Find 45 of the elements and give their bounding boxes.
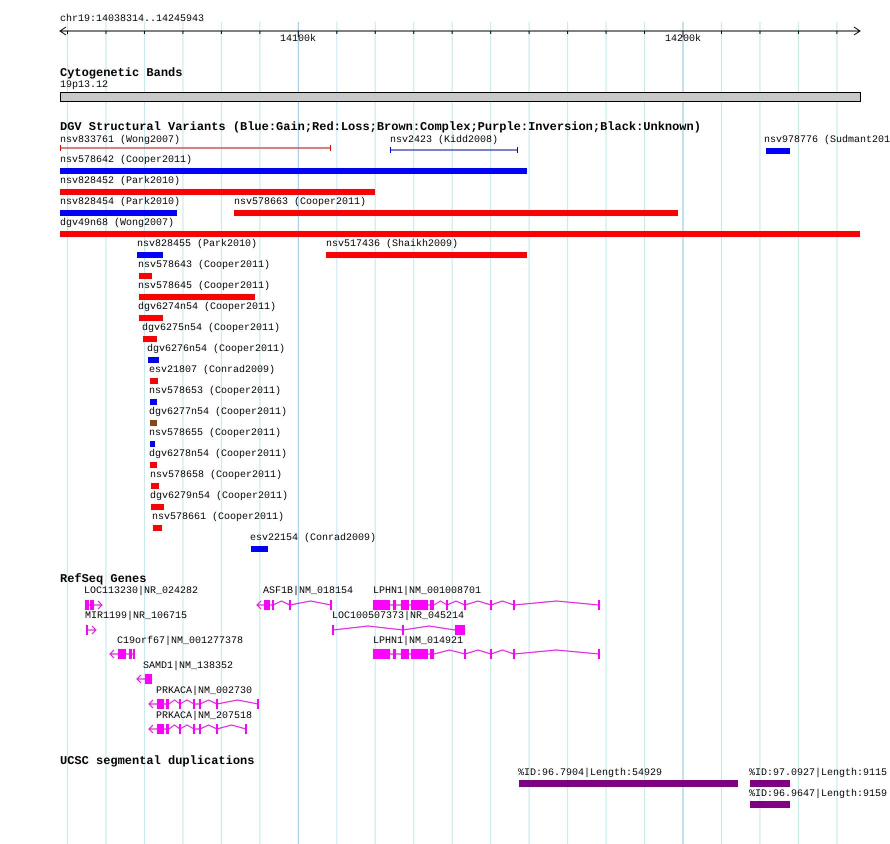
variant-label: nsv578658 (Cooper2011) <box>150 470 282 482</box>
variant-label: nsv578663 (Cooper2011) <box>234 197 366 209</box>
track-title: RefSeq Genes <box>60 573 146 586</box>
gene-label: LOC100507373|NR_045214 <box>332 611 464 623</box>
gene-label: LPHN1|NM_014921 <box>373 636 464 648</box>
variant-label: nsv517436 (Shaikh2009) <box>326 239 458 251</box>
track-title: DGV Structural Variants (Blue:Gain;Red:Loss;Brown:Complex;Purple:Inversion;Black:Unknown) <box>60 121 701 134</box>
gene-label: MIR1199|NR_106715 <box>85 611 188 623</box>
gene-label: SAMD1|NM_138352 <box>143 661 234 673</box>
coordinate-range-label: chr19:14038314..14245943 <box>60 14 204 26</box>
variant-label: dgv6276n54 (Cooper2011) <box>147 344 286 356</box>
gene-label: LOC113230|NR_024282 <box>84 586 198 598</box>
variant-label: nsv828455 (Park2010) <box>137 239 258 251</box>
variant-label: nsv578653 (Cooper2011) <box>149 386 282 398</box>
track-title: Cytogenetic Bands <box>60 67 182 80</box>
variant-label: nsv828452 (Park2010) <box>60 176 180 188</box>
gene-label: C19orf67|NM_001277378 <box>117 636 244 648</box>
variant-label: nsv578642 (Cooper2011) <box>60 155 192 167</box>
gene-label: LPHN1|NM_001008701 <box>373 586 482 598</box>
variant-label: dgv6278n54 (Cooper2011) <box>149 449 288 461</box>
variant-label: nsv2423 (Kidd2008) <box>390 135 498 147</box>
variant-label: nsv978776 (Sudmant201 <box>764 135 890 147</box>
variant-label: nsv578645 (Cooper2011) <box>138 281 270 293</box>
variant-label: nsv578661 (Cooper2011) <box>152 512 284 524</box>
gene-label: PRKACA|NM_207518 <box>156 711 252 723</box>
axis-tick-label: 14200k <box>665 34 702 46</box>
variant-label: esv22154 (Conrad2009) <box>250 533 376 545</box>
variant-label: dgv6277n54 (Cooper2011) <box>149 407 288 419</box>
variant-label: nsv833761 (Wong2007) <box>60 135 180 147</box>
duplication-label: %ID:97.0927|Length:9115 <box>749 768 888 780</box>
duplication-label: %ID:96.9647|Length:9159 <box>749 789 888 801</box>
variant-label: esv21807 (Conrad2009) <box>149 365 276 377</box>
variant-label: nsv578655 (Cooper2011) <box>149 428 282 440</box>
variant-label: dgv6275n54 (Cooper2011) <box>142 323 280 335</box>
variant-label: dgv6279n54 (Cooper2011) <box>150 491 288 503</box>
variant-label: dgv49n68 (Wong2007) <box>60 218 174 230</box>
variant-label: nsv828454 (Park2010) <box>60 197 180 209</box>
axis-tick-label: 14100k <box>280 34 316 46</box>
duplication-label: %ID:96.7904|Length:54929 <box>518 768 662 780</box>
variant-label: nsv578643 (Cooper2011) <box>138 260 270 272</box>
gene-label: ASF1B|NM_018154 <box>263 586 354 598</box>
track-title: UCSC segmental duplications <box>60 755 254 768</box>
band-label: 19p13.12 <box>60 80 108 92</box>
gene-label: PRKACA|NM_002730 <box>156 686 252 698</box>
variant-label: dgv6274n54 (Cooper2011) <box>138 302 276 314</box>
